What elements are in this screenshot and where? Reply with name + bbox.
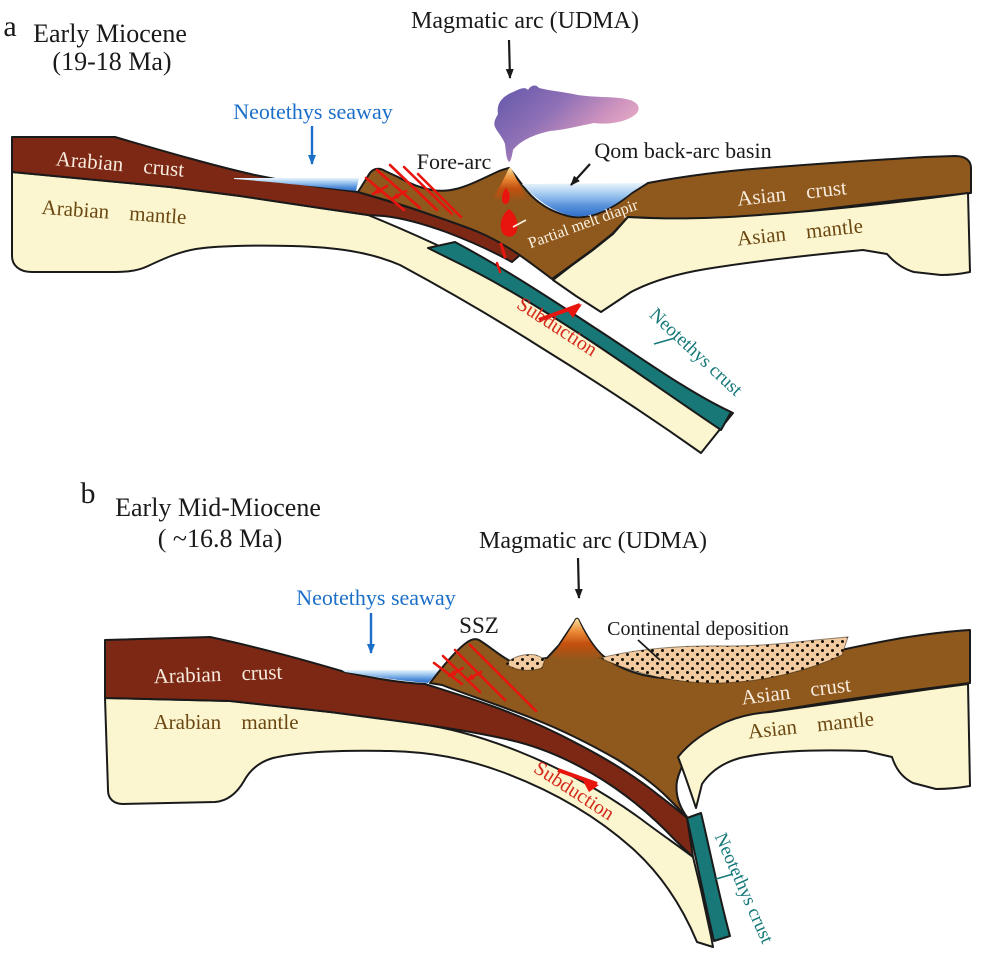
panel-a-volcano [493, 167, 527, 202]
panel-b-label-arabian-mantle: Arabian mantle [153, 710, 298, 734]
panel-b-label-neotethys-seaway: Neotethys seaway [296, 585, 455, 610]
panel-a-sea-back-arc [522, 183, 646, 217]
panel-b-arabian-crust-shape [104, 636, 694, 858]
panel-a-title-line2: (19-18 Ma) [52, 47, 171, 76]
panel-b-title-line2: ( ~16.8 Ma) [158, 524, 283, 553]
panel-b-subduction-arrow [557, 768, 599, 792]
panel-b-sea [342, 670, 440, 683]
panel-b: b Early Mid-Miocene ( ~16.8 Ma) Magmatic… [81, 477, 971, 948]
panel-a-thrust-faults [364, 163, 463, 219]
panel-a-asian-mantle-shape [552, 192, 971, 313]
panel-a-neotethys-pointer-line [653, 337, 676, 345]
panel-b-deposition-basin-right [598, 636, 849, 684]
panel-b-neotethys-pointer-line [715, 873, 734, 880]
panel-a-diapir-pointer-line [512, 219, 527, 228]
panel-a: a Early Miocene (19-18 Ma) Magmatic arc … [3, 8, 972, 454]
panel-b-label-arabian-crust: Arabian crust [153, 660, 283, 688]
panel-a-label-magmatic-arc: Magmatic arc (UDMA) [411, 8, 639, 34]
panel-a-melt-diapir [495, 188, 518, 274]
panel-a-qom-arrow [570, 163, 591, 186]
panel-b-label-magmatic-arc: Magmatic arc (UDMA) [479, 528, 707, 554]
panel-a-magma-body [494, 85, 639, 162]
panel-b-magmatic-arc-arrow [574, 557, 583, 599]
panel-a-subduction-arrow [538, 303, 582, 322]
panel-a-title-line1: Early Miocene [33, 19, 187, 48]
panel-a-letter: a [3, 10, 16, 43]
panel-b-title-line1: Early Mid-Miocene [115, 493, 321, 522]
panel-b-label-continental-deposition: Continental deposition [607, 618, 789, 640]
panel-b-asian-mantle-shape [677, 683, 971, 809]
panel-b-letter: b [81, 477, 96, 510]
panel-a-label-neotethys-seaway: Neotethys seaway [233, 99, 392, 124]
panel-b-volcano [552, 618, 602, 661]
panel-b-label-ssz: SSZ [459, 613, 499, 638]
panel-b-deposition-pointer-line [637, 639, 661, 661]
panel-b-deposition-basin-left [505, 654, 546, 671]
panel-a-label-qom-basin: Qom back-arc basin [594, 138, 771, 163]
panel-a-label-fore-arc: Fore-arc [417, 149, 492, 174]
panel-a-magmatic-arc-arrow [505, 39, 514, 79]
panel-a-sea-left [234, 178, 359, 191]
panel-b-neotethys-slab [686, 812, 731, 942]
panel-b-ssz-faults [432, 643, 538, 713]
panel-b-arabian-mantle-shape [104, 697, 714, 948]
panel-a-neotethys-slab [427, 241, 732, 431]
